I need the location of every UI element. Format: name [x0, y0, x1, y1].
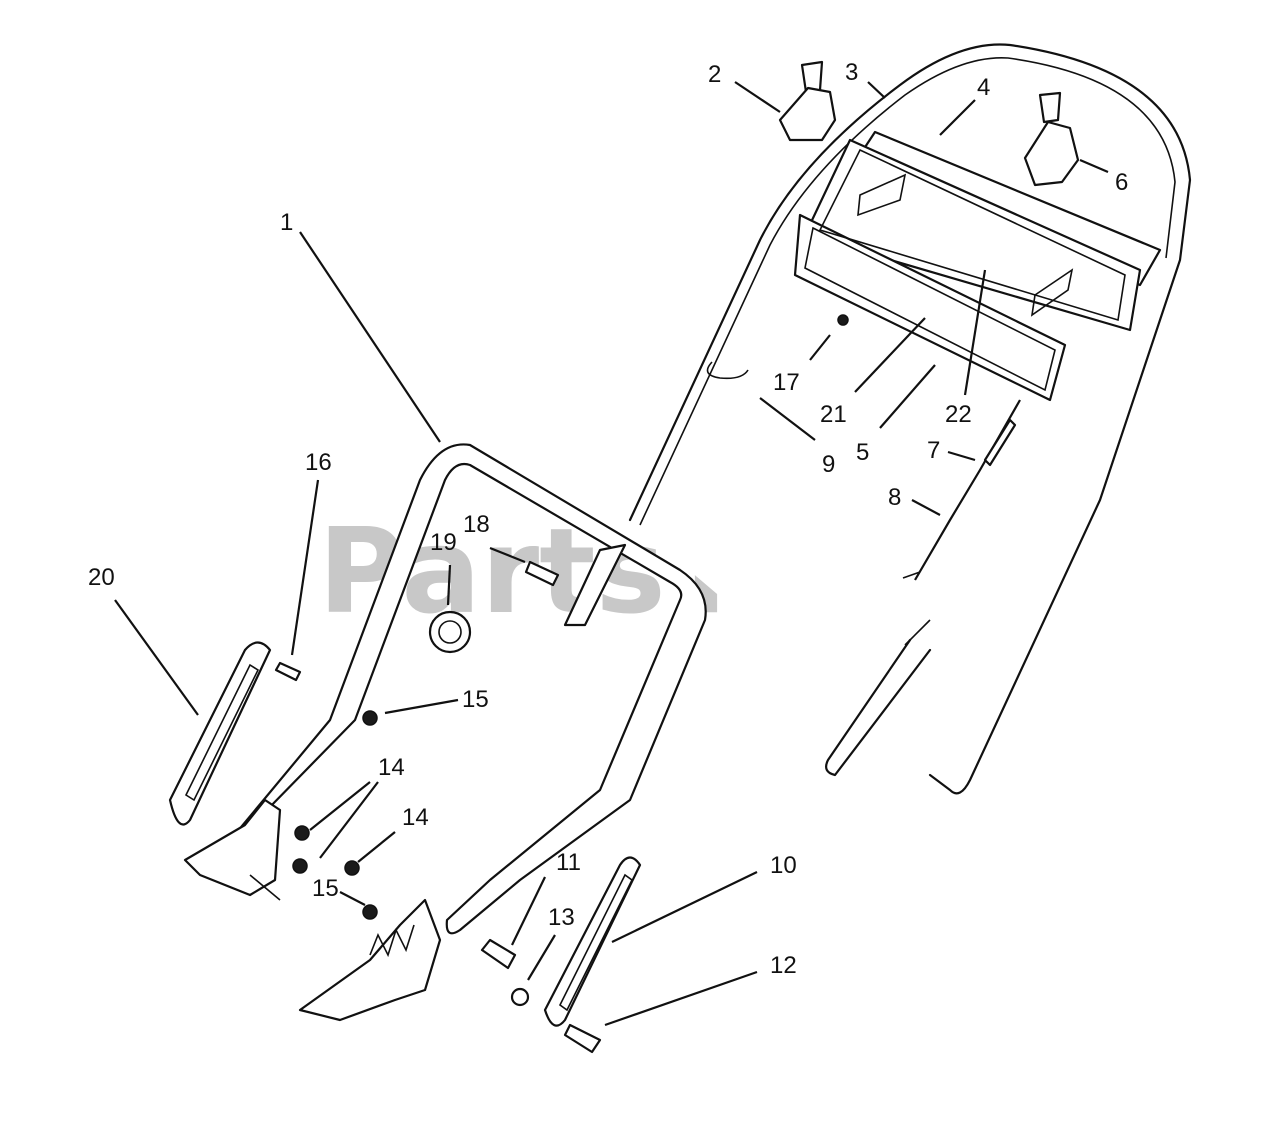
callout-10: 10 [770, 852, 797, 879]
callout-1: 1 [280, 209, 293, 236]
leader-lines [114, 81, 1109, 1027]
callout-15-upper: 15 [462, 686, 489, 713]
callout-22: 22 [945, 401, 972, 428]
cable-clip [706, 361, 749, 380]
lower-handle [230, 443, 707, 935]
deck-bracket-left [183, 798, 282, 901]
callout-9: 9 [822, 451, 835, 478]
center-brace [563, 543, 627, 627]
callout-labels: 1 2 3 4 5 6 7 8 9 10 11 12 13 14 14 15 1… [88, 59, 1128, 979]
fasteners [274, 314, 849, 1054]
callout-21: 21 [820, 401, 847, 428]
callout-15-lower: 15 [312, 875, 339, 902]
right-handle-bracket [543, 856, 642, 1027]
callout-12: 12 [770, 952, 797, 979]
callout-7: 7 [927, 437, 940, 464]
callout-20: 20 [88, 564, 115, 591]
callout-11: 11 [556, 849, 581, 876]
control-cable [902, 399, 1021, 581]
right-control-lever [1023, 91, 1080, 187]
callout-6: 6 [1115, 169, 1128, 196]
left-control-lever [778, 60, 837, 142]
callout-19: 19 [430, 529, 457, 556]
left-handle-bracket [168, 641, 272, 826]
callout-3: 3 [845, 59, 858, 86]
callout-5: 5 [856, 439, 869, 466]
callout-4: 4 [977, 74, 990, 101]
deck-bracket-right [298, 898, 442, 1022]
callout-8: 8 [888, 484, 901, 511]
callout-2: 2 [708, 61, 721, 88]
callout-14-lower: 14 [402, 804, 429, 831]
control-panel [793, 130, 1162, 402]
callout-16: 16 [305, 449, 332, 476]
callout-17: 17 [773, 369, 800, 396]
callout-13: 13 [548, 904, 575, 931]
callout-18: 18 [463, 511, 490, 538]
callout-14-upper: 14 [378, 754, 405, 781]
